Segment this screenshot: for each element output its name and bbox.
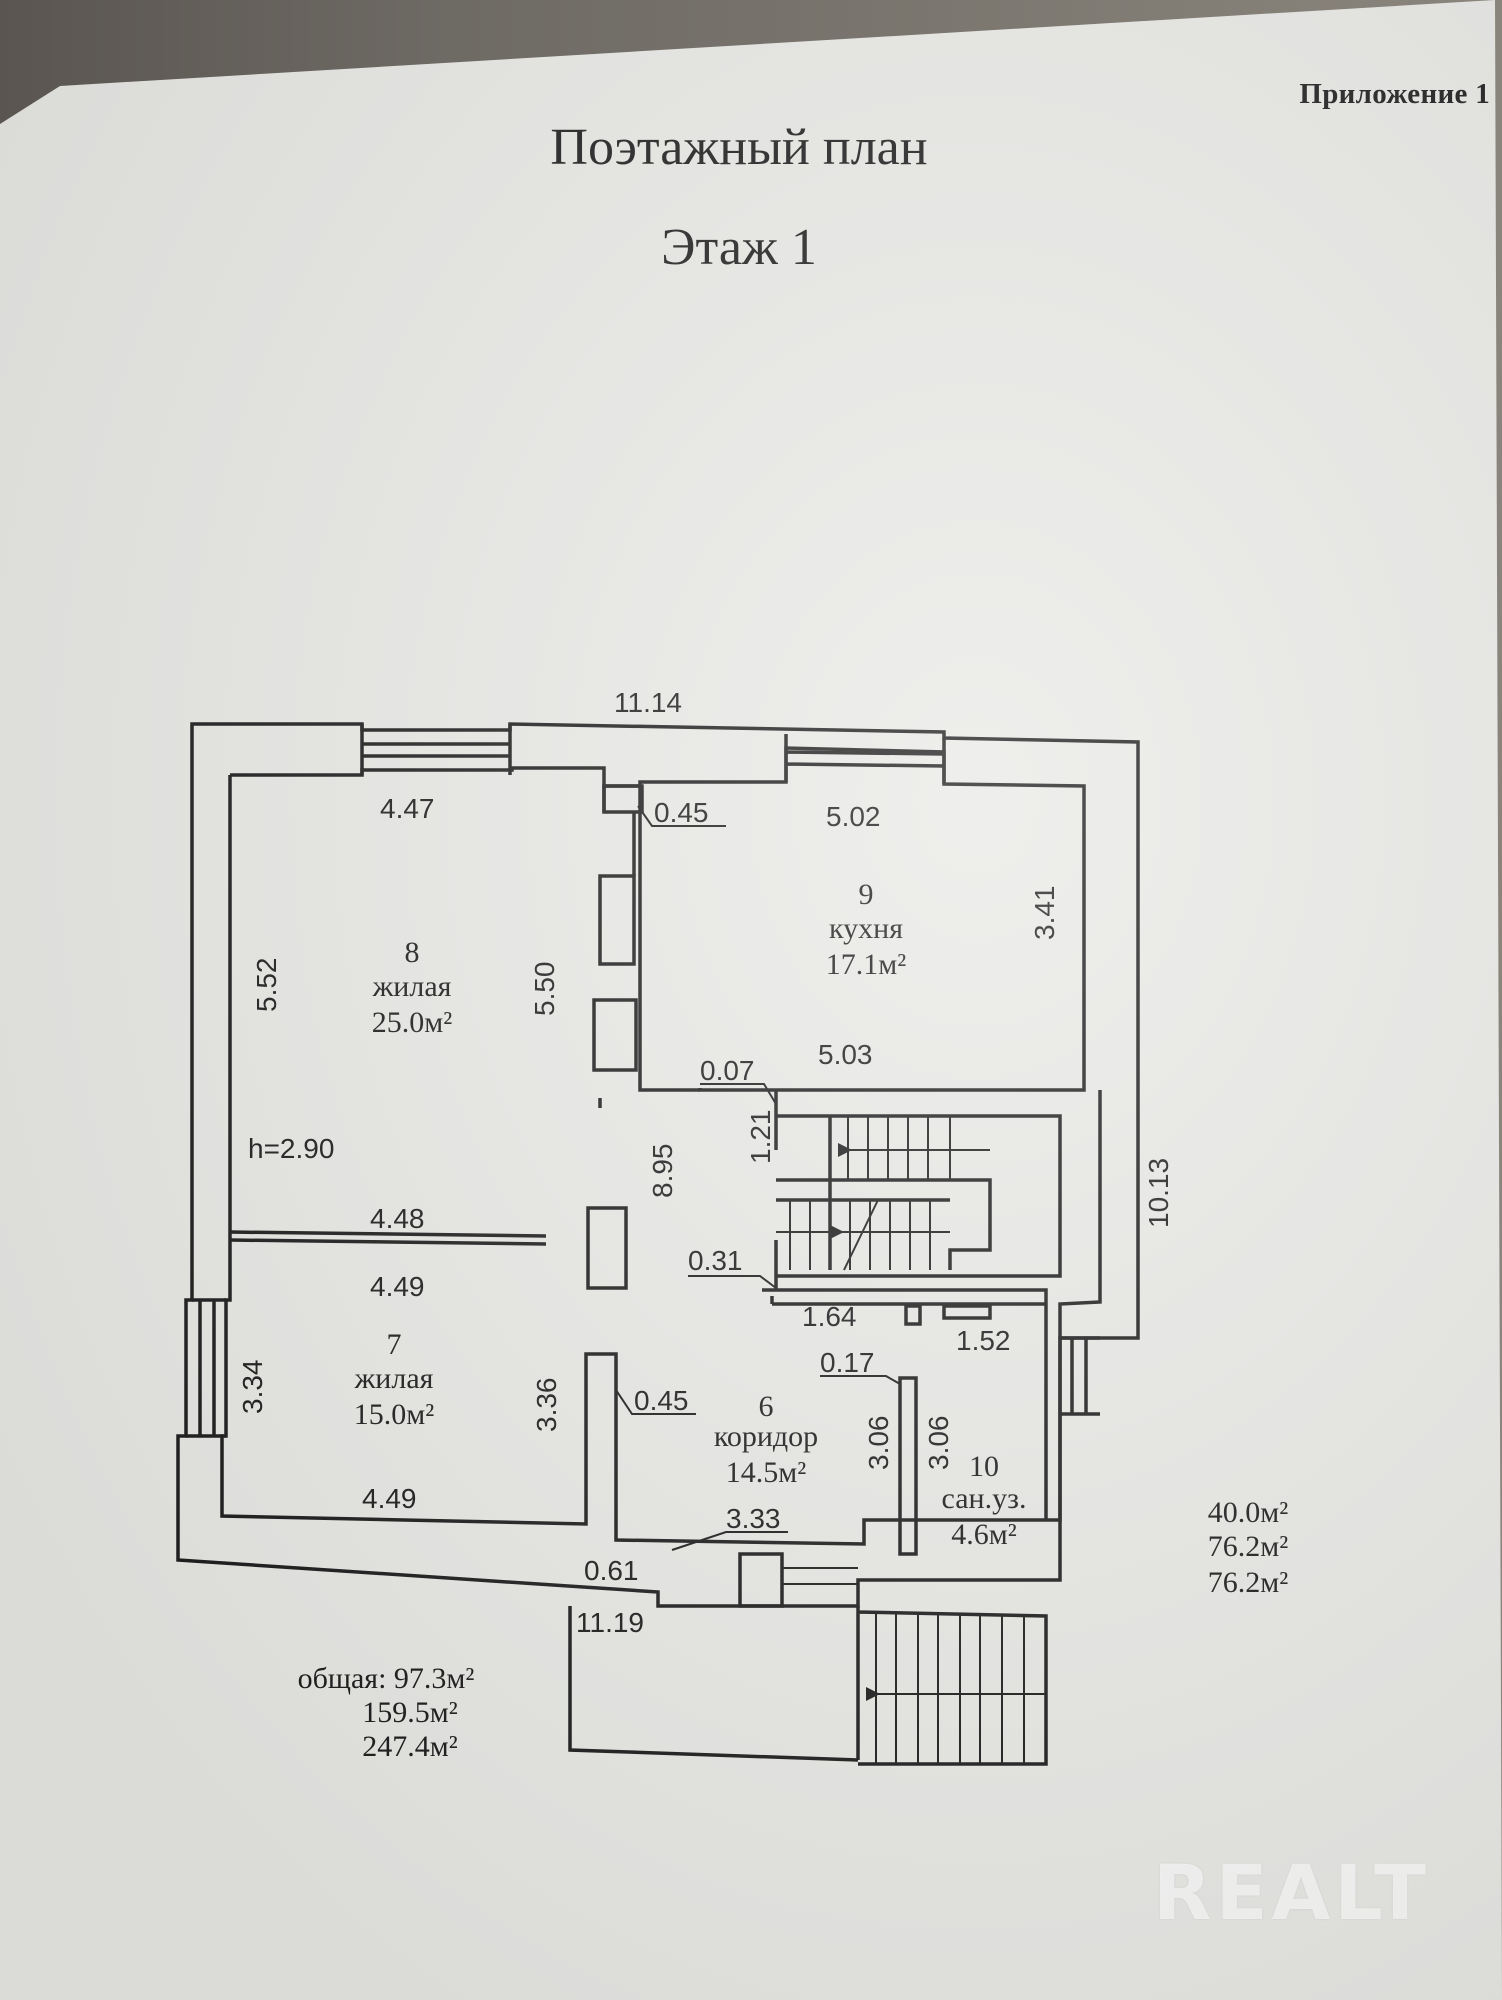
summary-right-2: 76.2м²	[1208, 1530, 1288, 1563]
room8-area: 25.0м²	[372, 1006, 452, 1039]
dim-306b: 3.06	[923, 1416, 954, 1471]
realt-watermark: REALT	[1153, 1848, 1430, 1937]
window-top-right	[784, 734, 946, 784]
dim-061: 0.61	[584, 1555, 639, 1586]
entrance-steps	[782, 1567, 858, 1585]
stair-inner	[776, 1116, 992, 1270]
dim-333: 3.33	[726, 1503, 781, 1534]
outer-wall-inner	[220, 746, 1102, 1546]
page-title: Поэтажный план	[550, 119, 928, 176]
column-6	[942, 1304, 992, 1320]
height-label: h=2.90	[248, 1133, 334, 1164]
dim-031: 0.31	[688, 1245, 743, 1276]
dim-room7-left: 3.34	[237, 1360, 268, 1415]
leader-007	[700, 1083, 777, 1105]
room6-number: 6	[759, 1390, 774, 1423]
column-5	[904, 1304, 922, 1326]
summary-left-1: общая: 97.3м²	[298, 1662, 475, 1695]
dim-306a: 3.06	[863, 1416, 894, 1471]
wall-sanuz	[898, 1304, 1048, 1556]
dim-017: 0.17	[820, 1347, 875, 1378]
room6-name: коридор	[714, 1420, 818, 1453]
room10-name: сан.уз.	[942, 1482, 1027, 1515]
column-2	[598, 874, 636, 966]
room8-number: 8	[405, 936, 420, 969]
dim-room9-right: 3.41	[1029, 886, 1060, 941]
room7-area: 15.0м²	[354, 1398, 434, 1431]
column-7	[738, 1552, 784, 1608]
dim-room8-right: 5.50	[529, 962, 560, 1017]
dim-corridor-length: 8.95	[647, 1144, 678, 1199]
dim-room8-bottom: 4.48	[370, 1203, 425, 1234]
floor-title: Этаж 1	[661, 219, 817, 276]
dim-room7-top: 4.49	[370, 1271, 425, 1302]
dim-top-overall: 11.14	[614, 687, 682, 718]
summary-left-2: 159.5м²	[362, 1696, 457, 1729]
summary-right-3: 76.2м²	[1208, 1566, 1288, 1599]
summary-left-3: 247.4м²	[362, 1730, 457, 1763]
dim-room7-right: 3.36	[531, 1378, 562, 1433]
dim-007: 0.07	[700, 1055, 755, 1086]
dim-right-overall: 10.13	[1143, 1158, 1174, 1228]
summary-right-1: 40.0м²	[1208, 1496, 1288, 1529]
room10-area: 4.6м²	[951, 1518, 1016, 1551]
porch-arrow	[866, 1687, 880, 1701]
wall-corridor	[770, 1296, 1046, 1306]
dim-164: 1.64	[802, 1301, 857, 1332]
dim-room7-bottom: 4.49	[362, 1483, 417, 1514]
room7-name: жилая	[354, 1362, 434, 1395]
outer-wall-outer	[176, 722, 1140, 1608]
dim-room8-left: 5.52	[251, 958, 282, 1013]
column-3	[592, 998, 638, 1072]
porch	[568, 1606, 1048, 1766]
dim-121: 1.21	[745, 1110, 776, 1165]
dim-045-mid: 0.45	[634, 1385, 689, 1416]
dim-room9-bottom: 5.03	[818, 1039, 873, 1070]
stair-arrows	[830, 1149, 990, 1271]
stair-walls	[762, 1090, 1062, 1304]
column-4	[586, 1206, 628, 1290]
room7-number: 7	[387, 1328, 402, 1361]
dim-room8-top: 4.47	[380, 793, 435, 824]
room8-name: жилая	[372, 970, 452, 1003]
window-left	[186, 1298, 226, 1438]
dim-bottom-overall: 11.19	[576, 1607, 644, 1638]
leader-031	[688, 1275, 777, 1289]
dim-045-top: 0.45	[654, 797, 709, 828]
leader-333	[671, 1531, 788, 1551]
room9-area: 17.1м²	[826, 948, 906, 981]
leader-017	[820, 1375, 901, 1385]
window-top-left	[360, 724, 512, 775]
leader-045-mid	[615, 1389, 696, 1415]
wall-room8-9	[602, 786, 700, 1092]
stair-treads	[776, 1116, 951, 1270]
appendix-label: Приложение 1	[1299, 78, 1490, 110]
stair-arrow-2	[830, 1225, 844, 1239]
room10-number: 10	[969, 1450, 999, 1483]
porch-steps	[866, 1612, 1046, 1764]
dim-152: 1.52	[956, 1325, 1011, 1356]
room9-number: 9	[859, 878, 874, 911]
window-right	[1060, 1336, 1100, 1416]
wall-room8-7	[229, 1230, 547, 1246]
room9-name: кухня	[829, 912, 903, 945]
column-1	[602, 784, 644, 814]
stair-arrow-1	[838, 1143, 852, 1157]
room6-area: 14.5м²	[726, 1456, 806, 1489]
dim-room9-top: 5.02	[826, 801, 881, 832]
leader-045-top	[637, 805, 726, 827]
